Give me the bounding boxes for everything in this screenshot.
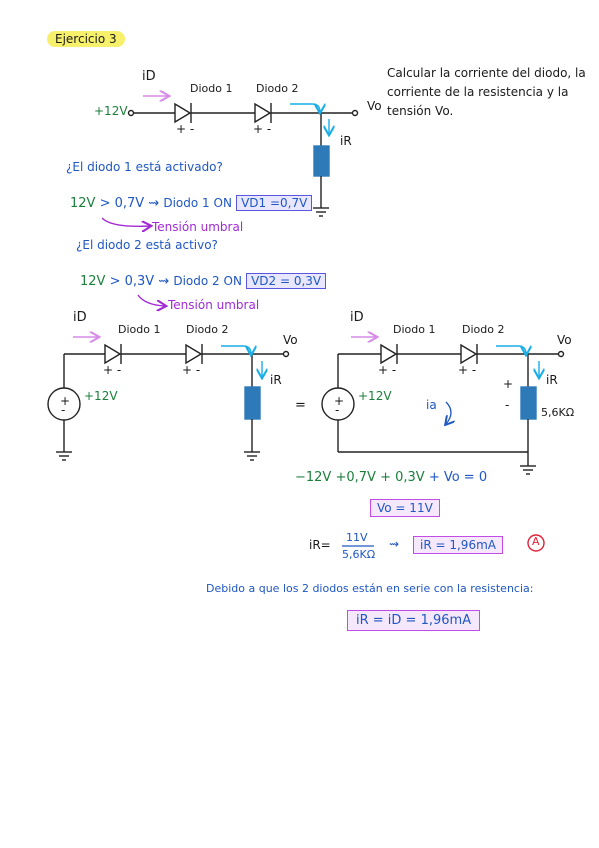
loop-current-label: ia: [426, 398, 437, 412]
exercise-title: Ejercicio 3: [47, 31, 125, 47]
circuit1-diode1-label: Diodo 1: [190, 82, 233, 95]
circuit-2: [47, 343, 290, 461]
circuit1-ir-label: iR: [340, 134, 352, 148]
ir-result-box: iR = 1,96mA: [413, 536, 503, 554]
circuit1-d1-signs: + -: [176, 122, 195, 136]
ir-arrow: ⇝: [389, 537, 400, 551]
resistor-minus: -: [505, 398, 510, 412]
problem-statement: Calcular la corriente del diodo, la corr…: [387, 64, 586, 121]
circuit3-source-plus: +: [334, 394, 345, 408]
final-result-box: iR = iD = 1,96mA: [347, 610, 481, 631]
answer-mark: A: [532, 535, 540, 548]
q1-result: Diodo 1 ON: [163, 196, 232, 210]
kvl-term-d1: +0,7V: [335, 470, 376, 485]
kvl-equation: −12V +0,7V + 0,3V + Vo = 0: [295, 470, 487, 485]
circuit1-current-label: iD: [142, 69, 156, 84]
circuit3-ir-label: iR: [546, 373, 558, 387]
circuit2-output-label: Vo: [283, 333, 298, 347]
circuit3-diode2-label: Diodo 2: [462, 323, 505, 336]
threshold-label-2: Tensión umbral: [168, 298, 260, 312]
kvl-term-vo: + Vo = 0: [428, 470, 488, 485]
circuit-3: [321, 343, 565, 475]
kvl-term-source: −12V: [295, 470, 332, 485]
circuit2-current-label: iD: [73, 310, 87, 325]
q1-rhs: > 0,7V: [99, 196, 145, 211]
statement-line-1: Calcular la corriente del diodo, la: [387, 66, 586, 80]
circuit2-source-minus: -: [61, 403, 66, 417]
circuit2-source-plus: +: [60, 394, 71, 408]
vo-result-box: Vo = 11V: [370, 499, 440, 517]
kvl-term-d2: + 0,3V: [380, 470, 425, 485]
question-diode2: ¿El diodo 2 está activo?: [76, 238, 218, 252]
circuit3-source-minus: -: [335, 403, 340, 417]
circuit3-source-label: +12V: [358, 389, 392, 403]
circuit1-diode2-label: Diodo 2: [256, 82, 299, 95]
circuit2-diode2-label: Diodo 2: [186, 323, 229, 336]
q2-vd2-box: VD2 = 0,3V: [246, 273, 327, 289]
circuit3-diode1-label: Diodo 1: [393, 323, 436, 336]
threshold-label-1: Tensión umbral: [152, 220, 244, 234]
q1-arrow: ⇝: [148, 196, 160, 211]
q2-arrow: ⇝: [158, 274, 170, 289]
circuit1-d2-signs: + -: [253, 122, 272, 136]
equivalence-sign: =: [295, 398, 306, 413]
circuit3-d2-signs: + -: [458, 363, 477, 377]
question-diode1: ¿El diodo 1 está activado?: [66, 160, 223, 174]
conclusion-text: Debido a que los 2 diodos están en serie…: [206, 582, 534, 595]
circuit1-output-label: Vo: [367, 99, 382, 113]
resistor-plus: +: [503, 377, 514, 391]
circuit2-ir-label: iR: [270, 373, 282, 387]
circuit-1: [127, 102, 359, 217]
resistor-value: 5,6KΩ: [541, 406, 575, 419]
q1-vd1-box: VD1 =0,7V: [236, 195, 313, 211]
q2-result: Diodo 2 ON: [173, 274, 242, 288]
statement-line-3: tensión Vo.: [387, 104, 454, 118]
circuit3-d1-signs: + -: [378, 363, 397, 377]
q2-equation: 12V > 0,3V ⇝ Diodo 2 ON VD2 = 0,3V: [80, 273, 327, 289]
q1-equation: 12V > 0,7V ⇝ Diodo 1 ON VD1 =0,7V: [70, 195, 313, 211]
statement-line-2: corriente de la resistencia y la: [387, 85, 569, 99]
circuit2-d1-signs: + -: [103, 363, 122, 377]
ir-numerator: 11V: [346, 531, 368, 544]
circuit2-diode1-label: Diodo 1: [118, 323, 161, 336]
q1-lhs: 12V: [70, 196, 96, 211]
circuit2-source-label: +12V: [84, 389, 118, 403]
circuit3-output-label: Vo: [557, 333, 572, 347]
q2-lhs: 12V: [80, 274, 106, 289]
circuit2-d2-signs: + -: [182, 363, 201, 377]
ir-lhs: iR=: [309, 538, 331, 552]
q2-rhs: > 0,3V: [109, 274, 155, 289]
circuit3-current-label: iD: [350, 310, 364, 325]
circuit1-source-label: +12V: [94, 104, 128, 118]
ir-denominator: 5,6KΩ: [342, 548, 376, 561]
